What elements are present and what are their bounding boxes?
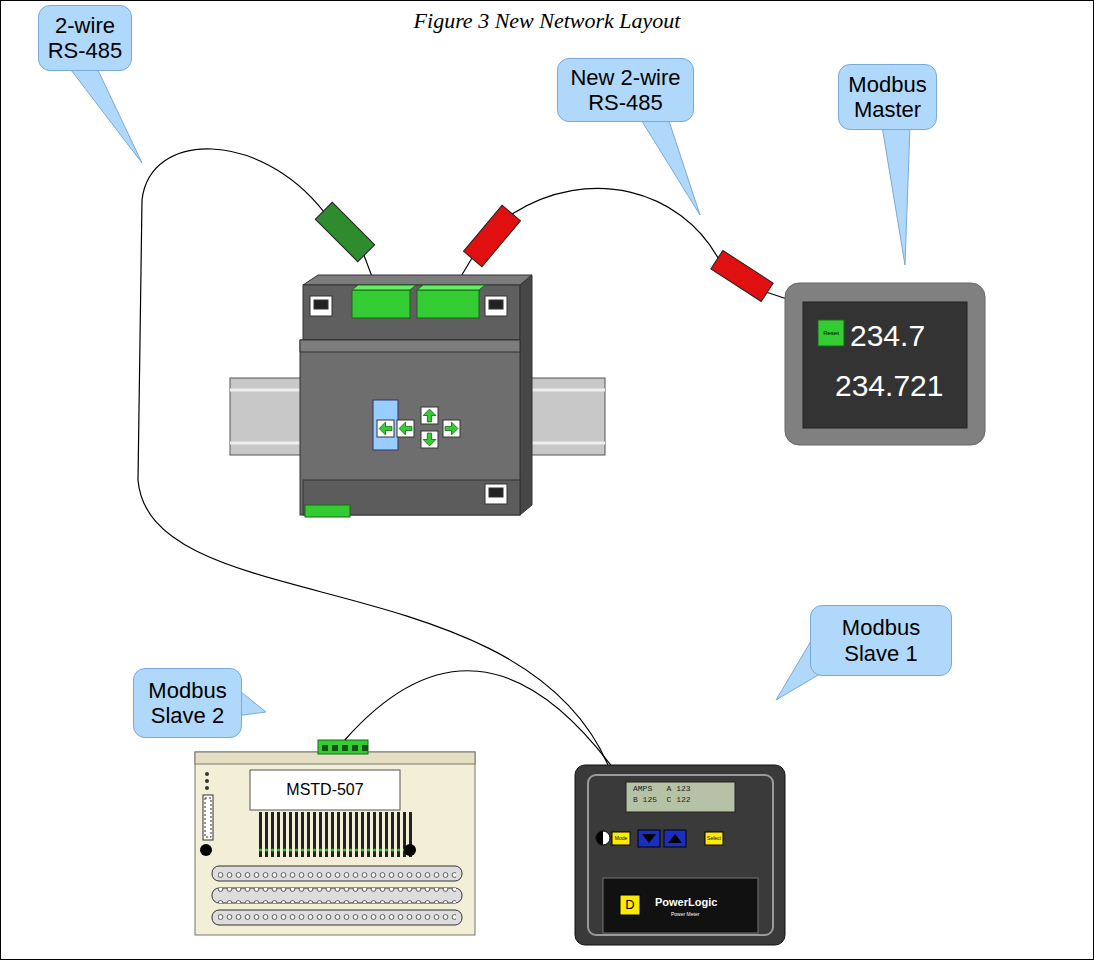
display-value: 234.7 [850, 319, 925, 352]
callout-bubble: Modbus Slave 2 [133, 668, 242, 738]
product-name: Power Meter [671, 912, 699, 918]
callout-bubble: Modbus Slave 1 [810, 605, 952, 676]
gateway-device [300, 275, 532, 517]
rs485-cable [345, 671, 611, 765]
lcd-line: B 125 C 122 [633, 796, 691, 805]
model-label: MSTD-507 [250, 770, 400, 810]
callout-bubble: New 2-wire RS-485 [557, 58, 694, 122]
cable-plugs [315, 202, 773, 301]
callout-text: Modbus Master [845, 72, 930, 123]
callout-tails [68, 66, 910, 716]
figure-title: Figure 3 New Network Layout [0, 8, 1094, 34]
button-label: Select [705, 832, 723, 845]
io-module: MSTD-507 [195, 740, 475, 935]
callout-text: New 2-wire RS-485 [564, 65, 687, 116]
display-value: 234.721 [835, 369, 943, 402]
callout-text: Modbus Slave 2 [140, 678, 235, 729]
brand-name: PowerLogic [655, 896, 717, 908]
callout-bubble: 2-wire RS-485 [38, 5, 132, 71]
io-module [195, 740, 475, 935]
callout-text: Modbus Slave 1 [817, 615, 945, 666]
modbus-master-display: Reset234.7 234.721 [785, 283, 985, 445]
power-meter [575, 765, 785, 945]
callout-bubble: Modbus Master [838, 64, 937, 130]
brand-logo: D [620, 895, 640, 915]
callout-text: 2-wire RS-485 [45, 13, 125, 64]
modbus-master-panel [785, 283, 985, 445]
button-label: Mode [612, 832, 630, 845]
power-meter: AMPS A 123 B 125 C 122Mode SelectD PowerLog… [575, 765, 785, 945]
lcd-line: AMPS A 123 [633, 785, 691, 794]
reset-button-label: Reset [818, 320, 844, 346]
